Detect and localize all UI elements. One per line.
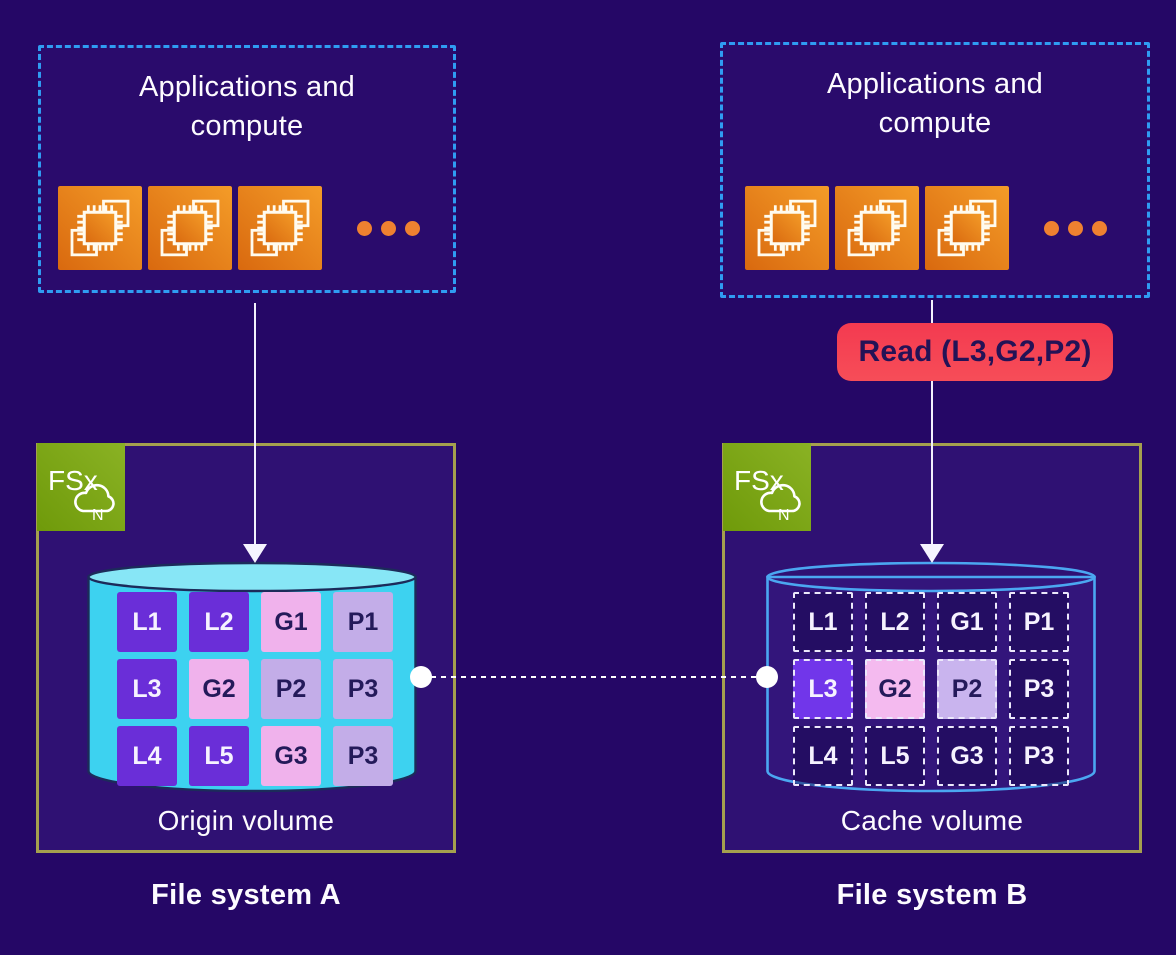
ellipsis-dots-icon bbox=[357, 220, 420, 236]
cache-volume-label: Cache volume bbox=[840, 805, 1024, 836]
connector-endpoint-dot bbox=[410, 666, 432, 688]
block-cell: L4 bbox=[793, 726, 853, 786]
block-cell: L2 bbox=[865, 592, 925, 652]
block-cell: P2 bbox=[937, 659, 997, 719]
block-cell: L4 bbox=[117, 726, 177, 786]
compute-icons-row bbox=[58, 186, 420, 270]
down-arrow-line-a bbox=[254, 303, 257, 544]
read-request-label: Read (L3,G2,P2) bbox=[858, 335, 1092, 368]
ec2-instance-icon bbox=[238, 186, 322, 270]
block-cell: P2 bbox=[261, 659, 321, 719]
block-cell: L5 bbox=[865, 726, 925, 786]
down-arrow-head-a bbox=[243, 544, 267, 563]
cloud-icon bbox=[760, 483, 801, 513]
block-cell: L5 bbox=[189, 726, 249, 786]
applications-title: Applications and compute bbox=[41, 68, 453, 146]
origin-volume-label: Origin volume bbox=[157, 805, 335, 836]
ec2-instance-icon bbox=[925, 186, 1009, 270]
block-cell: P1 bbox=[1009, 592, 1069, 652]
applications-box-b: Applications and compute bbox=[720, 42, 1150, 298]
block-cell: G2 bbox=[189, 659, 249, 719]
cache-volume-blocks: L1 L2 G1 P1 L3 G2 P2 P3 L4 L5 G3 P3 bbox=[793, 592, 1069, 786]
fsx-netapp-icon: FSx N bbox=[37, 443, 125, 531]
block-cell: L3 bbox=[793, 659, 853, 719]
file-system-a-label: File system A bbox=[151, 879, 341, 911]
cache-volume-cylinder bbox=[766, 561, 1096, 793]
cloud-icon bbox=[74, 483, 115, 513]
ec2-instance-icon bbox=[835, 186, 919, 270]
ec2-instance-icon bbox=[148, 186, 232, 270]
block-cell: G2 bbox=[865, 659, 925, 719]
connector-endpoint-dot bbox=[756, 666, 778, 688]
applications-title-text: Applications and compute bbox=[138, 71, 355, 143]
ec2-instance-icon bbox=[745, 186, 829, 270]
read-request-badge: Read (L3,G2,P2) bbox=[837, 323, 1113, 381]
fsx-icon-label: FSx bbox=[48, 465, 98, 496]
block-cell: P3 bbox=[333, 726, 393, 786]
ellipsis-dots-icon bbox=[1044, 220, 1107, 236]
block-cell: L1 bbox=[793, 592, 853, 652]
down-arrow-head-b bbox=[920, 544, 944, 563]
applications-title-text: Applications and compute bbox=[826, 68, 1043, 140]
block-cell: P3 bbox=[333, 659, 393, 719]
ec2-instance-icon bbox=[58, 186, 142, 270]
down-arrow-line-b bbox=[931, 300, 934, 544]
block-cell: P3 bbox=[1009, 726, 1069, 786]
file-system-b-label: File system B bbox=[836, 879, 1028, 911]
fsx-icon-letter: N bbox=[778, 507, 790, 524]
block-cell: G1 bbox=[261, 592, 321, 652]
applications-title: Applications and compute bbox=[723, 65, 1147, 143]
fsx-icon-label: FSx bbox=[734, 465, 784, 496]
applications-box-a: Applications and compute bbox=[38, 45, 456, 293]
block-cell: L3 bbox=[117, 659, 177, 719]
block-cell: P3 bbox=[1009, 659, 1069, 719]
block-cell: L2 bbox=[189, 592, 249, 652]
block-cell: P1 bbox=[333, 592, 393, 652]
block-cell: G1 bbox=[937, 592, 997, 652]
block-cell: G3 bbox=[937, 726, 997, 786]
block-cell: G3 bbox=[261, 726, 321, 786]
block-cell: L1 bbox=[117, 592, 177, 652]
fsx-icon-letter: N bbox=[92, 507, 104, 524]
fsx-netapp-icon: FSx N bbox=[723, 443, 811, 531]
volume-link-dotted-line bbox=[421, 676, 767, 679]
compute-icons-row bbox=[745, 186, 1107, 270]
origin-volume-blocks: L1 L2 G1 P1 L3 G2 P2 P3 L4 L5 G3 P3 bbox=[117, 592, 393, 786]
